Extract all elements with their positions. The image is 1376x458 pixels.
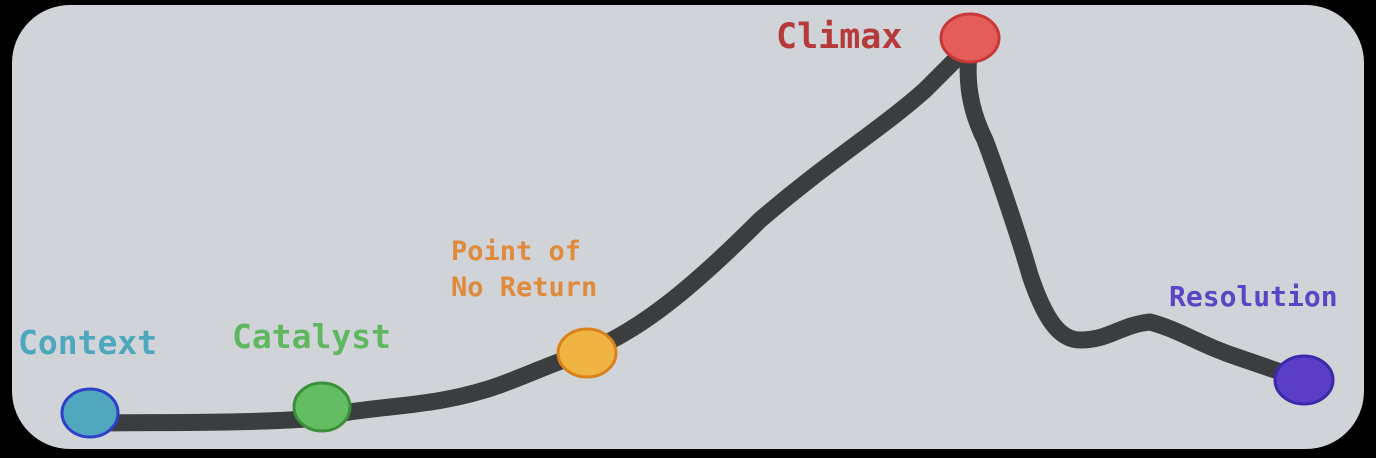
diagram-panel	[12, 5, 1364, 449]
climax-label: Climax	[776, 17, 903, 57]
resolution-label: Resolution	[1169, 280, 1338, 313]
context-label: Context	[18, 323, 158, 362]
context-node	[60, 387, 120, 439]
catalyst-node	[292, 381, 352, 433]
climax-node	[939, 12, 1001, 64]
resolution-node	[1273, 354, 1335, 406]
point-of-no-return-label: Point of No Return	[451, 236, 598, 304]
catalyst-label: Catalyst	[232, 317, 391, 356]
story-arc-path	[81, 36, 1313, 432]
point-of-no-return-node	[556, 327, 618, 379]
